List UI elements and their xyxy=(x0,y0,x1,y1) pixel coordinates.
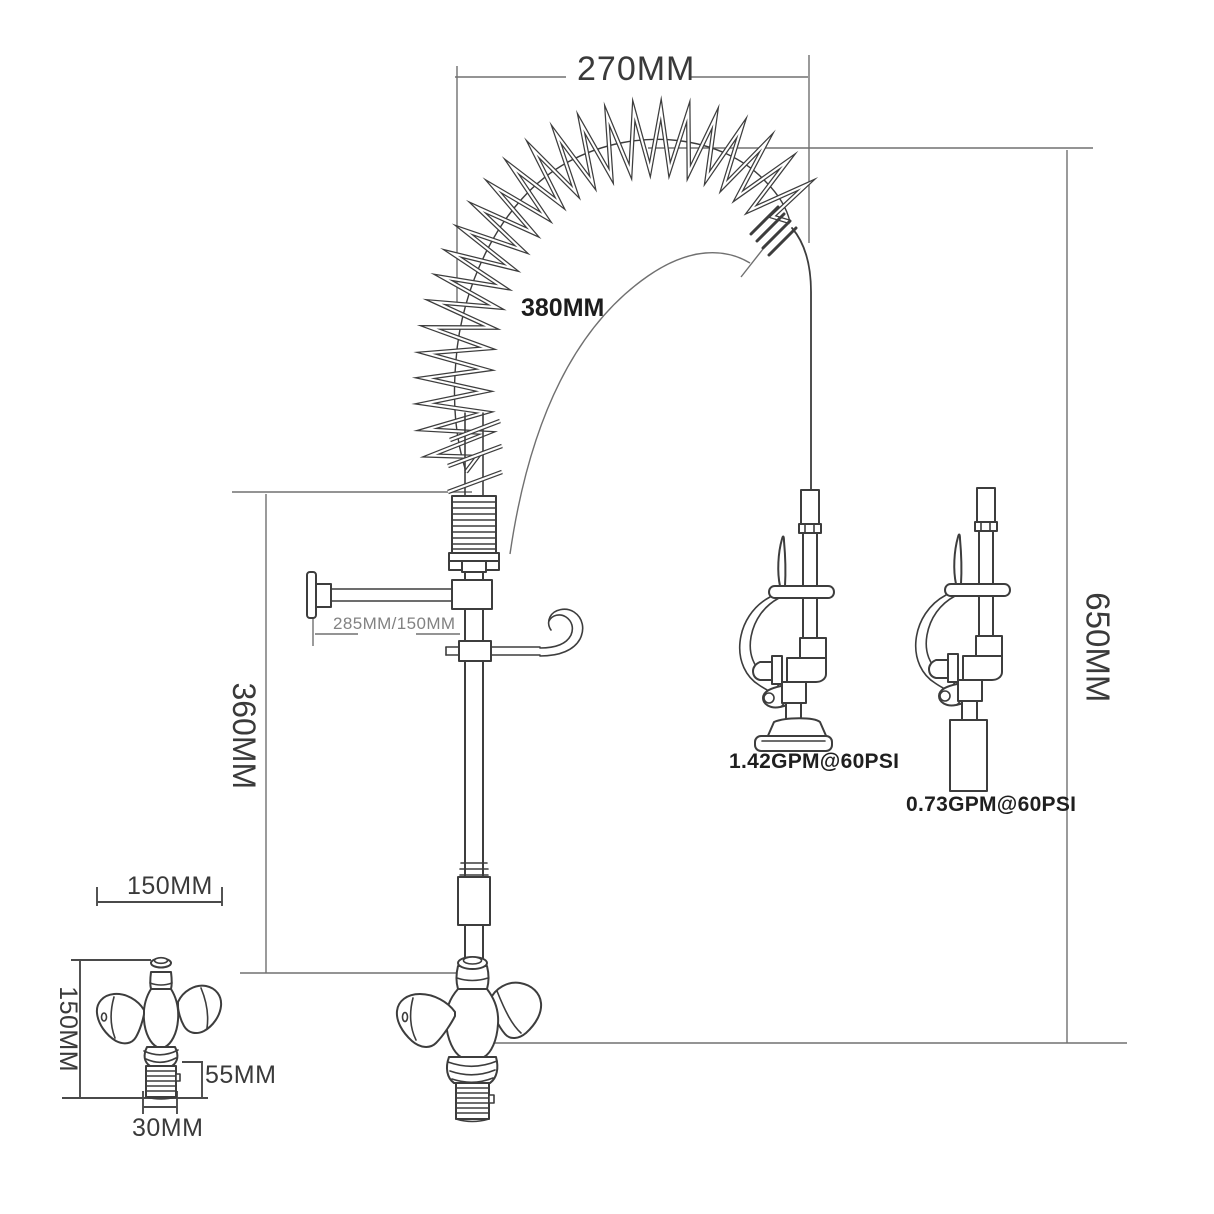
dim-270-label: 270MM xyxy=(577,50,696,88)
dim-650-lines xyxy=(490,147,1127,1044)
faucet-front-body xyxy=(142,988,180,1048)
threaded-shank-side xyxy=(455,1082,495,1123)
dim-30-label: 30MM xyxy=(132,1114,204,1142)
spring-holder xyxy=(448,495,500,573)
faucet-body-bulge xyxy=(444,988,500,1058)
hanger-hook xyxy=(445,608,584,662)
spray-flat-flow-label: 1.42GPM@60PSI xyxy=(729,750,900,773)
handle-right-front xyxy=(177,984,223,1035)
handle-left-side xyxy=(395,993,456,1048)
dim-55-lines xyxy=(182,1061,203,1097)
coil-wrap-turns xyxy=(447,418,503,495)
spray-head-flat xyxy=(738,489,835,752)
dim-380-label: 380MM xyxy=(521,294,605,322)
dim-285-150-label: 285MM/150MM xyxy=(333,614,456,633)
faucet-body-side xyxy=(395,956,543,1123)
handle-left-front xyxy=(95,992,145,1045)
faucet-base-detail xyxy=(62,887,223,1114)
hose-connector xyxy=(749,205,798,257)
dim-270-lines xyxy=(455,55,810,305)
dim-360-label: 360MM xyxy=(226,682,263,790)
dim-380-arc xyxy=(509,248,764,555)
hose-tail xyxy=(791,227,812,490)
dim-150-height-label: 150MM xyxy=(54,986,83,1073)
dim-650-label: 650MM xyxy=(1079,592,1117,703)
handle-right-side xyxy=(489,981,543,1039)
dim-360-lines xyxy=(232,491,472,974)
dim-55-label: 55MM xyxy=(205,1061,277,1089)
coil-hose xyxy=(411,95,819,497)
dim-150-width-label: 150MM xyxy=(127,872,213,900)
spray-head-cylinder xyxy=(914,487,1011,792)
threaded-shank-front xyxy=(145,1065,181,1100)
dim-285-lines xyxy=(312,616,460,646)
spray-cylinder-flow-label: 0.73GPM@60PSI xyxy=(906,793,1077,816)
dim-150-height-lines xyxy=(62,959,208,1099)
union-coupling xyxy=(457,862,491,926)
wall-bracket xyxy=(306,571,493,619)
dim-150-width-lines xyxy=(96,887,223,906)
